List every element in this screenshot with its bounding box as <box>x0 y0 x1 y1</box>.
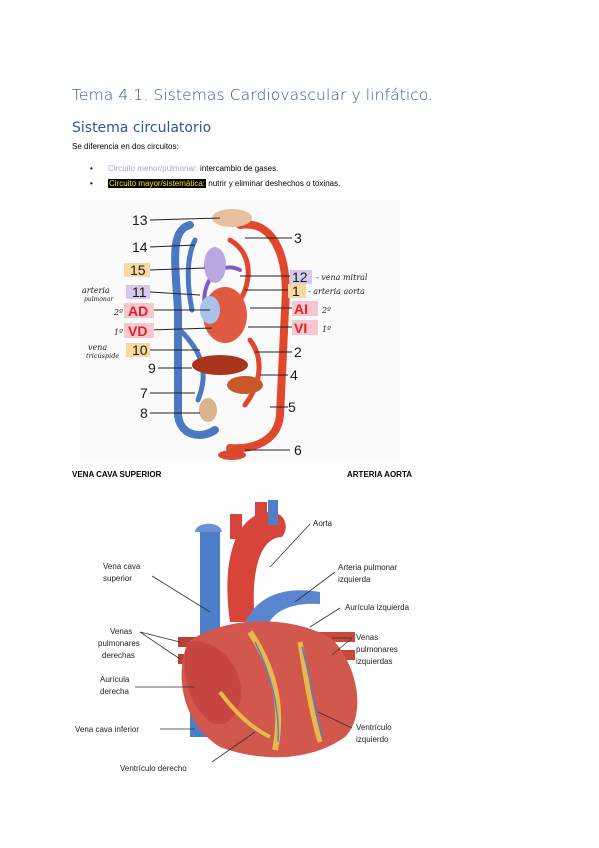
label-auricula-der-1: Aurícula <box>100 675 130 684</box>
label-arteria-pulmonar-2: izquierda <box>338 575 371 584</box>
leader-lines <box>149 217 292 451</box>
bullet-term: Circuito menor/pulmonar: <box>108 164 198 173</box>
diagram-label-13: 13 <box>132 212 148 228</box>
bullet-item-sistemica: • Circuito mayor/sistemática: nutrir y el… <box>90 179 340 188</box>
diagram-label-ai: AI <box>294 301 308 317</box>
note-tricuspide: tricúspide <box>86 352 119 360</box>
highlight-1 <box>288 284 306 298</box>
highlight-vi <box>292 320 318 335</box>
note-arteria: arteria <box>82 286 110 295</box>
label-vena-cava-superior-1: Vena cava <box>103 562 141 571</box>
section-heading: Sistema circulatorio <box>72 120 212 136</box>
label-ventriculo-izq-2: izquierdo <box>356 735 389 744</box>
label-venas-izq-2: pulmonares <box>356 645 398 654</box>
label-vena-cava-superior-2: superior <box>103 574 132 583</box>
label-aorta: Aorta <box>313 519 333 528</box>
note-arteria-aorta: - arteria aorta <box>308 287 365 296</box>
note-vena-mitral: - vena mitral <box>316 273 368 282</box>
label-venas-izq-1: Venas <box>356 633 378 642</box>
diagram-label-2: 2 <box>294 344 302 360</box>
note-ordinal-vd: 1º <box>114 328 123 337</box>
note-ordinal-ad: 2º <box>113 308 123 317</box>
diagram-label-7: 7 <box>140 385 148 401</box>
label-ventriculo-derecho: Ventrículo derecho <box>120 764 187 773</box>
note-vena: vena <box>88 343 107 352</box>
highlight-12 <box>290 270 312 284</box>
highlight-ad <box>124 303 154 318</box>
page-title: Tema 4.1. Sistemas Cardiovascular y linf… <box>72 86 434 104</box>
bullet-term: Circuito mayor/sistemática: <box>108 179 207 188</box>
diagram-label-6: 6 <box>294 442 302 458</box>
caption-arteria-aorta: ARTERIA AORTA <box>347 470 413 479</box>
highlight-15 <box>124 263 150 277</box>
diagram-label-9: 9 <box>148 360 156 376</box>
highlight-10 <box>126 343 150 357</box>
heart-leader-lines <box>135 523 353 763</box>
heart-body <box>181 621 358 758</box>
note-pulmonar: pulmonar <box>84 296 114 303</box>
diagram-label-3: 3 <box>294 230 302 246</box>
diagram-label-4: 4 <box>290 367 298 383</box>
label-auricula-der-2: derecha <box>100 687 129 696</box>
highlight-11 <box>126 285 150 299</box>
diagram-label-8: 8 <box>140 405 148 421</box>
highlight-ai <box>292 301 318 316</box>
label-ventriculo-izq-1: Ventrículo <box>356 723 392 732</box>
label-venas-der-1: Venas <box>110 627 132 636</box>
diagram-label-vi: VI <box>294 320 307 336</box>
label-venas-der-3: derechas <box>102 651 135 660</box>
diagram-label-1: 1 <box>292 283 300 299</box>
diagram-label-12: 12 <box>292 269 308 285</box>
label-vena-cava-inferior: Vena cava inferior <box>75 725 139 734</box>
heart-anatomy-illustration: Aorta Vena cava superior Arteria pulmona… <box>75 500 410 773</box>
bullet-item-pulmonar: • Circuito menor/pulmonar: intercambio de… <box>90 164 278 173</box>
label-auricula-izquierda: Aurícula izquierda <box>345 603 410 612</box>
label-venas-izq-3: izquierdas <box>356 657 392 666</box>
highlight-vd <box>124 323 154 338</box>
diagram-label-15: 15 <box>130 262 146 278</box>
caption-vena-cava: VENA CAVA SUPERIOR <box>72 470 162 479</box>
note-ordinal-ai: 2º <box>321 306 331 315</box>
note-ordinal-vi: 1º <box>322 325 331 334</box>
bullet-text: intercambio de gases. <box>197 164 279 173</box>
diagram-label-5: 5 <box>288 399 296 415</box>
intro-text: Se diferencia en dos circuitos: <box>72 142 179 151</box>
circulation-diagram: 13 14 15 11 AD VD 10 9 7 8 3 12 1 AI VI … <box>80 200 400 462</box>
organs <box>192 209 263 460</box>
bullet-dot-icon: • <box>90 164 93 173</box>
label-arteria-pulmonar-1: Arteria pulmonar <box>338 563 397 572</box>
diagram-label-ad: AD <box>128 303 148 319</box>
label-venas-der-2: pulmonares <box>98 639 140 648</box>
diagram-label-14: 14 <box>132 239 148 255</box>
bullet-text: nutrir y eliminar deshechos o toxinas. <box>206 179 341 188</box>
bullet-dot-icon: • <box>90 179 93 188</box>
diagram-label-vd: VD <box>128 323 147 339</box>
diagram-label-11: 11 <box>132 284 147 300</box>
diagram-label-10: 10 <box>132 342 148 358</box>
